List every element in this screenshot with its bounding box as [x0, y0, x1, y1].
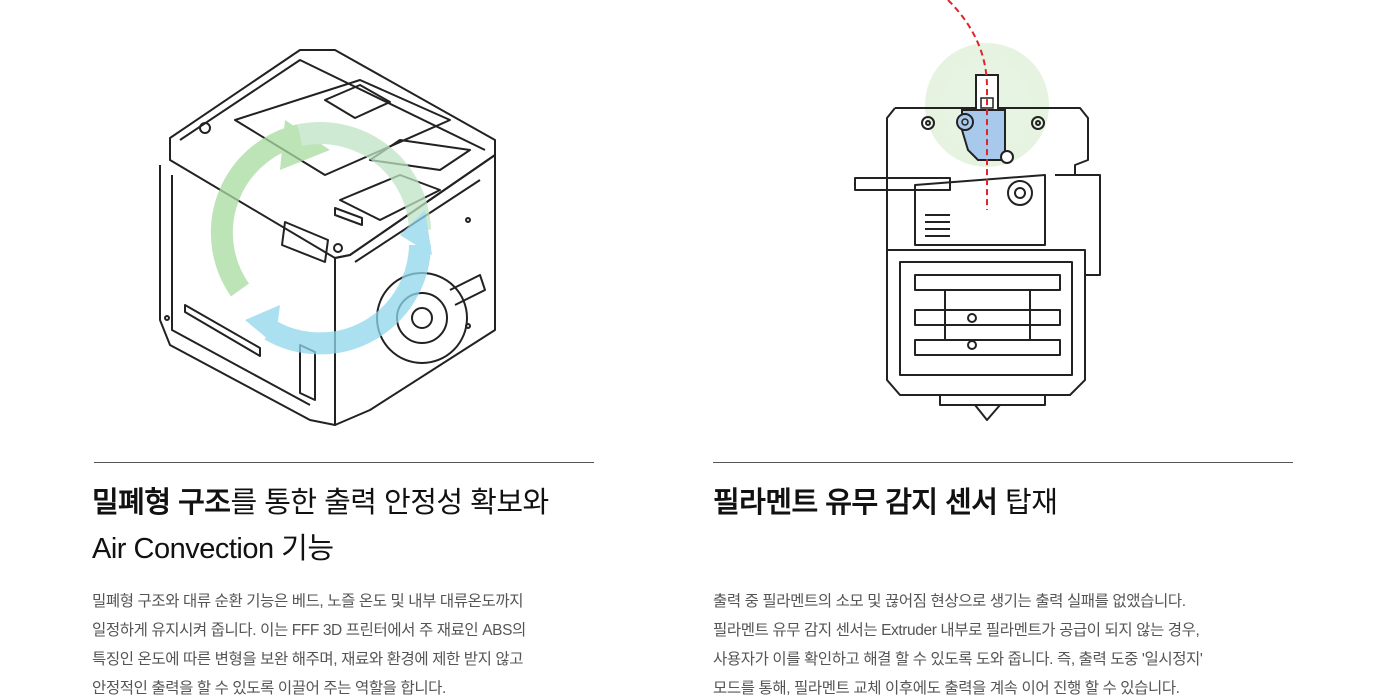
title-highlight: 필라멘트 유무 감지 센서: [713, 487, 998, 519]
description-line: 모드를 통해, 필라멘트 교체 이후에도 출력을 계속 이어 진행 할 수 있습…: [713, 680, 1180, 697]
extruder-filament-sensor-illustration: [854, 0, 1101, 421]
feature-description-enclosed-structure: 밀폐형 구조와 대류 순환 기능은 베드, 노즐 온도 및 내부 대류온도까지 …: [92, 587, 612, 700]
description-line: 밀폐형 구조와 대류 순환 기능은 베드, 노즐 온도 및 내부 대류온도까지: [92, 593, 524, 610]
title-highlight: 밀폐형 구조: [92, 487, 231, 519]
description-line: 필라멘트 유무 감지 센서는 Extruder 내부로 필라멘트가 공급이 되지…: [713, 622, 1200, 639]
title-rest: 를 통한 출력 안정성 확보와: [230, 487, 549, 519]
description-line: 사용자가 이를 확인하고 해결 할 수 있도록 도와 줍니다. 즉, 출력 도중…: [713, 651, 1203, 668]
feature-description-filament-sensor: 출력 중 필라멘트의 소모 및 끊어짐 현상으로 생기는 출력 실패를 없앴습니…: [713, 587, 1293, 700]
feature-title-enclosed-structure: 밀폐형 구조를 통한 출력 안정성 확보와 Air Convection 기능: [92, 480, 612, 572]
description-line: 일정하게 유지시켜 줍니다. 이는 FFF 3D 프린터에서 주 재료인 ABS…: [92, 622, 526, 639]
title-line-2: Air Convection 기능: [92, 533, 334, 565]
feature-title-filament-sensor: 필라멘트 유무 감지 센서 탑재: [713, 480, 1293, 526]
divider-right: [713, 462, 1293, 463]
description-line: 출력 중 필라멘트의 소모 및 끊어짐 현상으로 생기는 출력 실패를 없앴습니…: [713, 593, 1186, 610]
divider-left: [94, 462, 594, 463]
description-line: 특징인 온도에 따른 변형을 보완 해주며, 재료와 환경에 제한 받지 않고: [92, 651, 524, 668]
air-convection-arrows: [210, 120, 432, 355]
enclosed-printer-illustration: [159, 49, 496, 426]
filament-path: [947, 0, 989, 210]
description-line: 안정적인 출력을 할 수 있도록 이끌어 주는 역할을 합니다.: [92, 680, 446, 697]
title-rest: 탑재: [997, 487, 1058, 519]
